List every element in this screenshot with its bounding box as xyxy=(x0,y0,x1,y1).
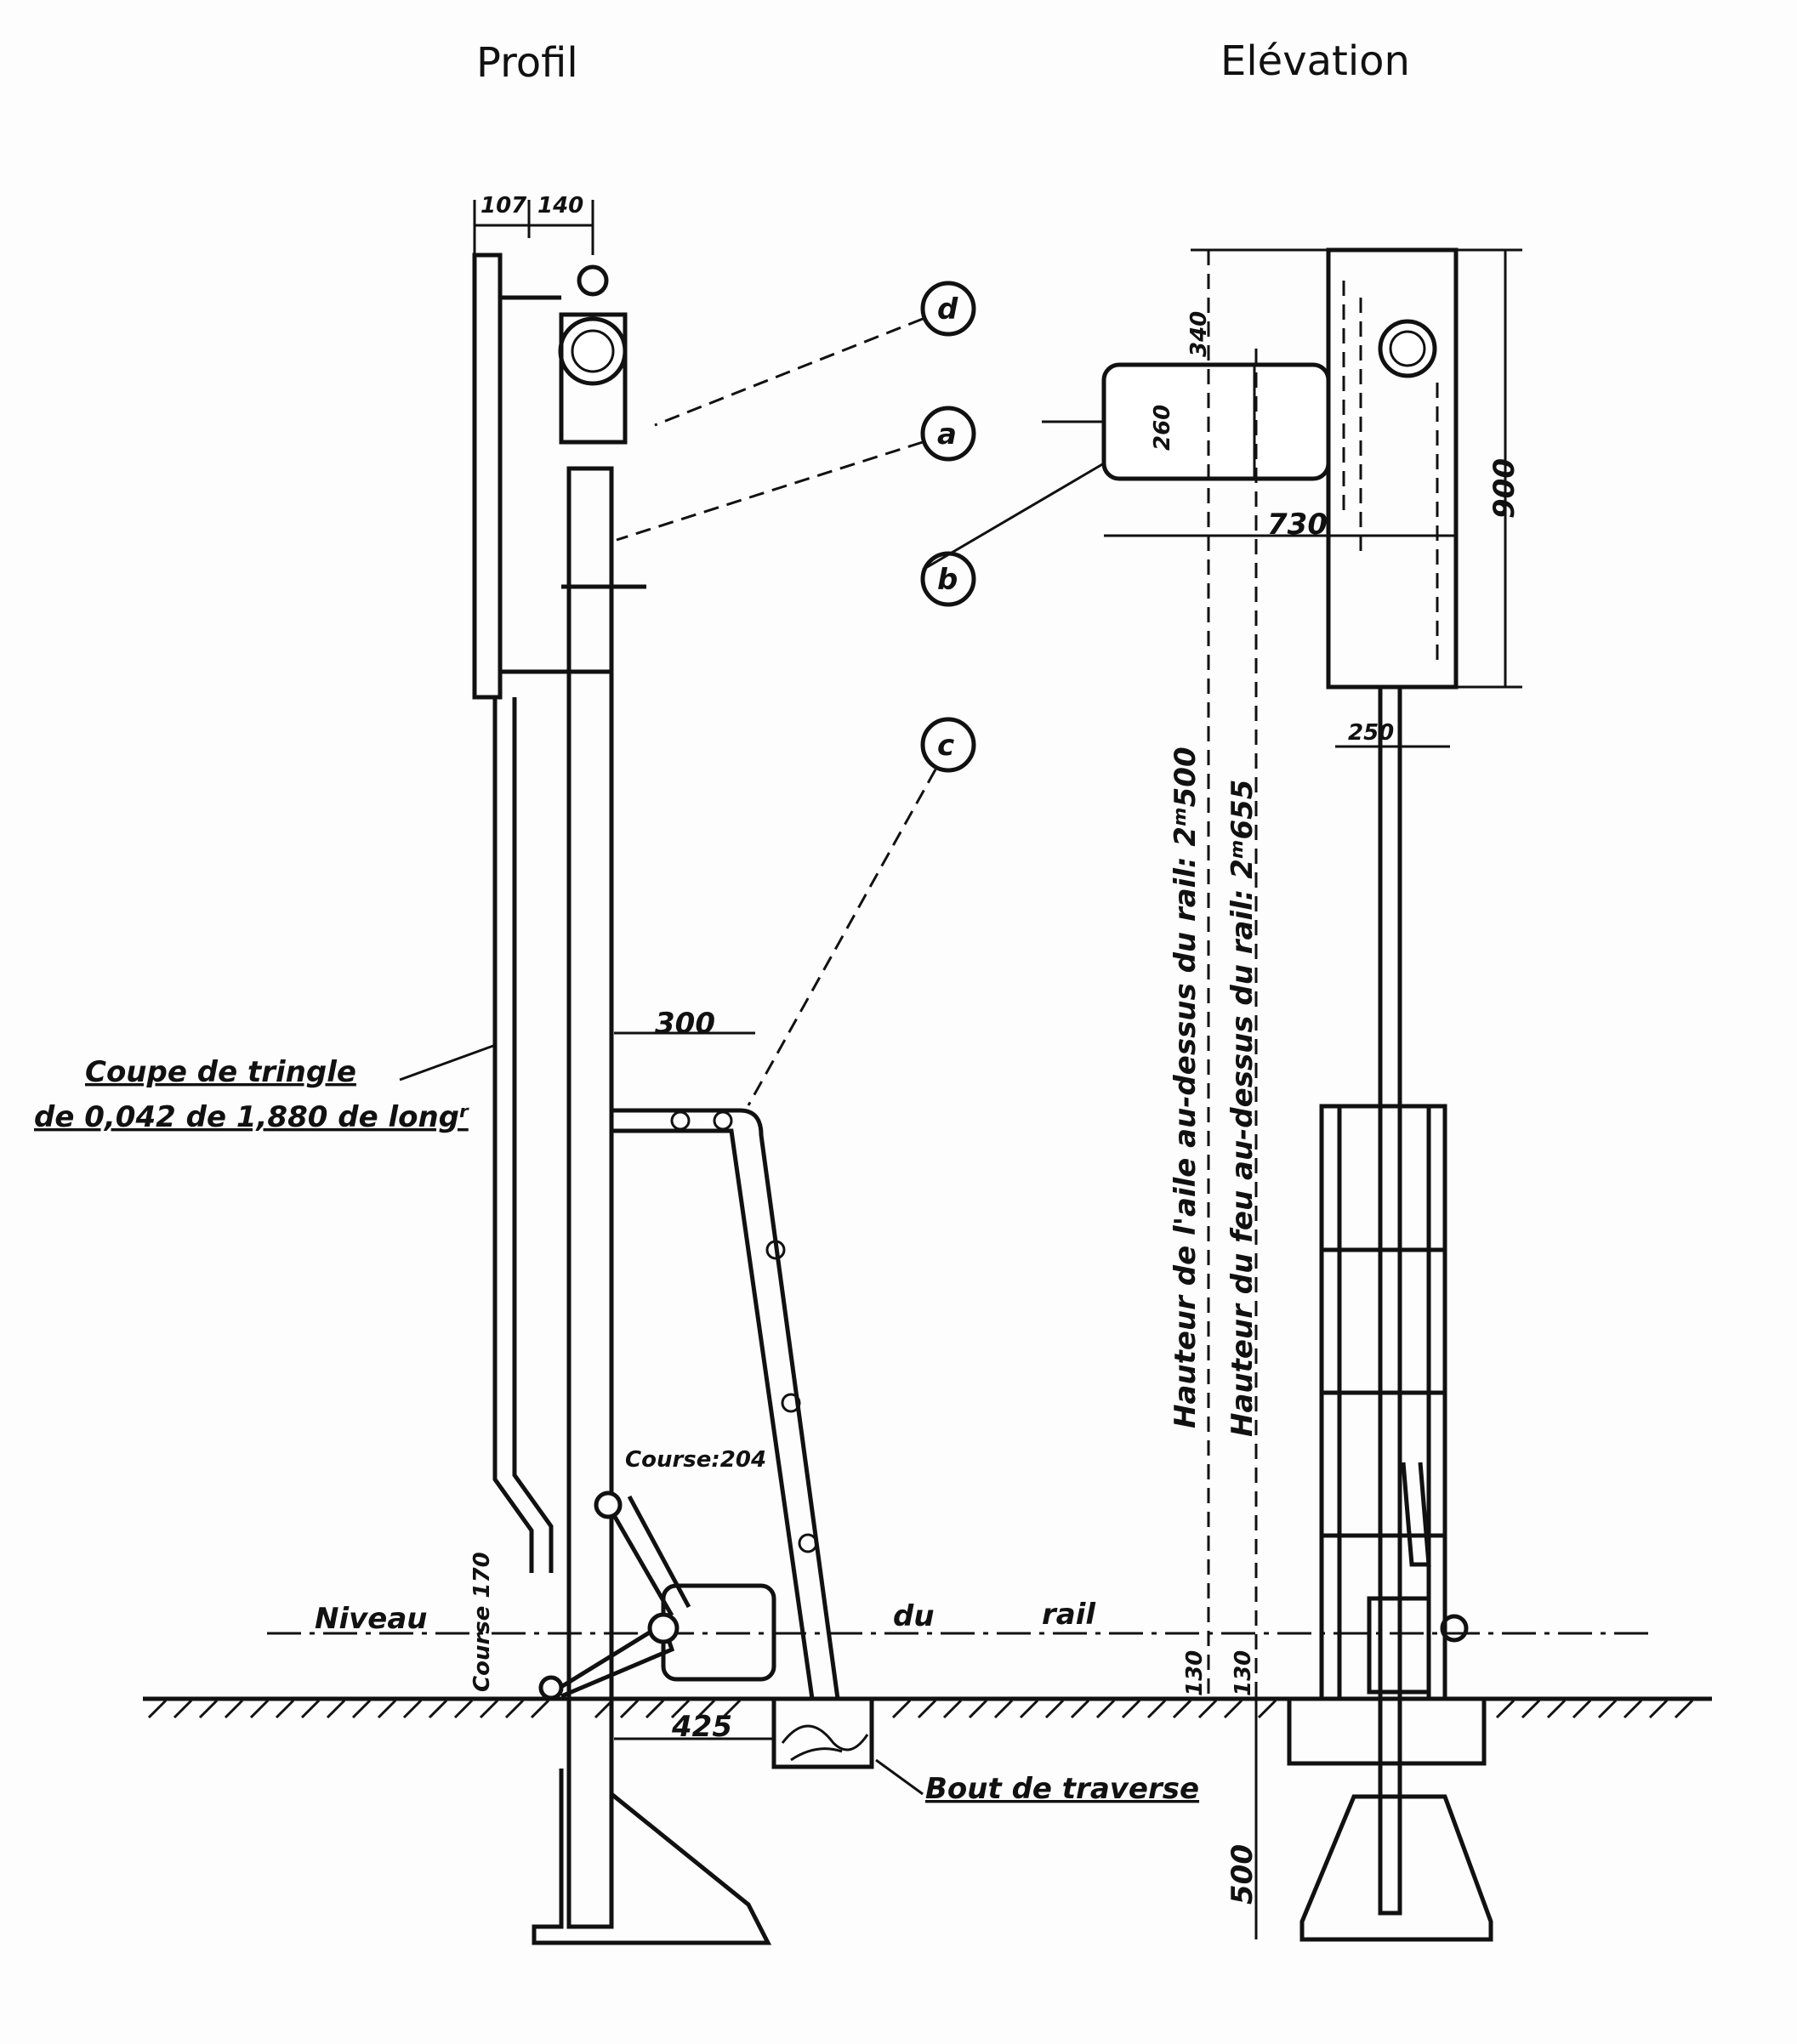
profile-ladder xyxy=(611,1108,840,1700)
dim-425: 425 xyxy=(671,1710,732,1744)
elevation-wing-arm xyxy=(1101,362,1331,481)
callout-b: b xyxy=(937,563,958,597)
profile-rod xyxy=(492,697,554,1573)
dim-130-left: 130 xyxy=(1182,1650,1208,1696)
elevation-foot xyxy=(1299,1794,1493,1942)
dim-140: 140 xyxy=(537,193,583,219)
dim-340: 340 xyxy=(1186,311,1212,357)
callouts: d a b c xyxy=(616,281,1105,1106)
profile-view xyxy=(472,253,874,1945)
callout-c: c xyxy=(937,729,954,763)
label-wing-height: Hauteur de l'aile au-dessus du rail: 2ᵐ5… xyxy=(1169,747,1203,1428)
dim-730: 730 xyxy=(1267,508,1328,542)
dim-900: 900 xyxy=(1487,458,1521,519)
label-rail-level-2: du xyxy=(893,1599,935,1633)
profile-base xyxy=(532,1769,772,1945)
title-elevation: Elévation xyxy=(1220,37,1410,85)
profile-bracket xyxy=(472,253,503,700)
label-rail-level-3: rail xyxy=(1042,1598,1096,1632)
profile-lever xyxy=(551,1495,691,1699)
dim-500: 500 xyxy=(1225,1844,1260,1905)
dim-107: 107 xyxy=(481,193,527,219)
profile-lamp xyxy=(558,316,628,386)
label-course-170: Course 170 xyxy=(469,1552,495,1692)
label-rail-level-1: Niveau xyxy=(315,1602,427,1636)
ground-line xyxy=(143,1696,1712,1719)
label-course-204: Course:204 xyxy=(625,1447,766,1473)
dim-250: 250 xyxy=(1348,720,1394,746)
profile-dimensions: 107 140 300 425 xyxy=(473,193,774,1744)
dim-260: 260 xyxy=(1150,405,1175,451)
label-sleeper: Bout de traverse xyxy=(925,1772,1199,1806)
label-rod-line1: Coupe de tringle xyxy=(85,1055,356,1089)
elevation-dimensions: 340 260 730 900 250 130 130 500 Hauteur … xyxy=(1042,248,1522,1939)
title-profile: Profil xyxy=(476,39,578,87)
callout-a: a xyxy=(937,417,957,451)
profile-post xyxy=(566,466,614,1929)
sleeper xyxy=(771,1696,874,1769)
dim-300: 300 xyxy=(655,1007,715,1041)
callout-d: d xyxy=(937,292,958,326)
label-light-height: Hauteur du feu au-dessus du rail: 2ᵐ655 xyxy=(1225,780,1260,1437)
elevation-post xyxy=(1378,684,1402,1916)
elevation-pit xyxy=(1287,1696,1487,1766)
label-rod-line2: de 0,042 de 1,880 de longʳ xyxy=(34,1100,469,1134)
dim-130-right: 130 xyxy=(1231,1650,1256,1696)
elevation-view xyxy=(1101,247,1493,1942)
